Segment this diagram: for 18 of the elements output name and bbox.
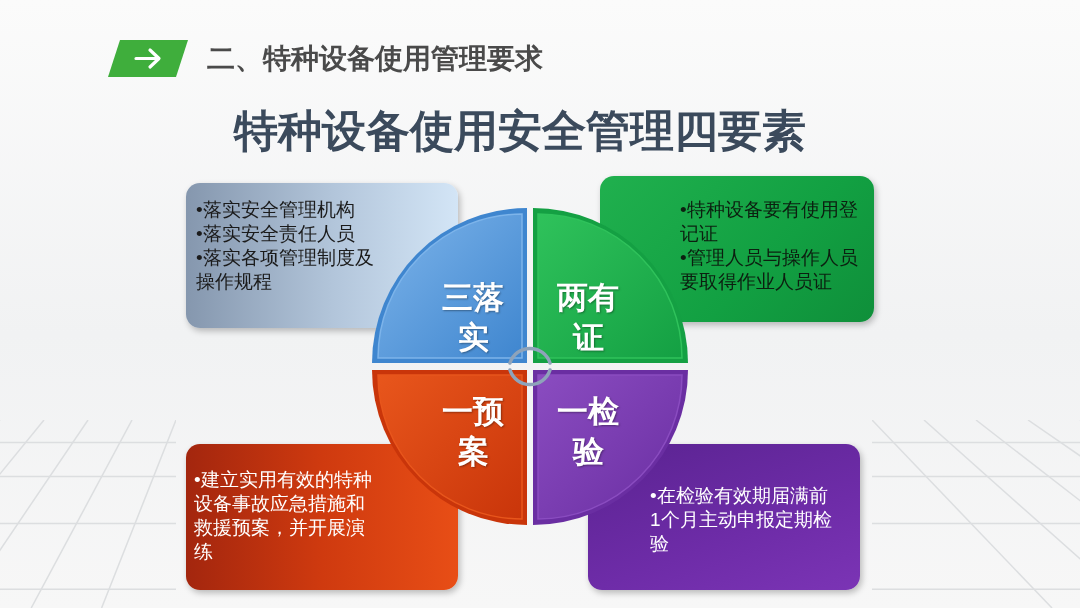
- quarter-circle-segment: [372, 370, 527, 525]
- segment-label: 三落实: [441, 279, 505, 357]
- bullet-text: •落实安全责任人员: [196, 222, 356, 246]
- slide-title: 特种设备使用安全管理四要素: [234, 106, 806, 155]
- text-panel: [186, 444, 458, 590]
- bullet-text: •落实安全管理机构: [196, 198, 356, 222]
- segment-label: 一检验: [556, 393, 620, 471]
- segment-label: 一预案: [441, 393, 505, 471]
- bullet-text: •落实各项管理制度及操作规程: [196, 246, 375, 294]
- quarter-circle-segment: [372, 208, 527, 363]
- segment-label: 两有证: [556, 279, 620, 357]
- bullet-text: •在检验有效期届满前1个月主动申报定期检验: [650, 484, 833, 556]
- bullet-text: •管理人员与操作人员要取得作业人员证: [680, 246, 859, 294]
- curved-connector: [508, 368, 552, 387]
- section-heading: 二、特种设备使用管理要求: [207, 42, 543, 76]
- bullet-text: •特种设备要有使用登记证: [680, 198, 859, 246]
- bullet-text: •建立实用有效的特种设备事故应急措施和救援预案，并开展演练: [194, 468, 373, 564]
- curved-connector: [508, 346, 552, 365]
